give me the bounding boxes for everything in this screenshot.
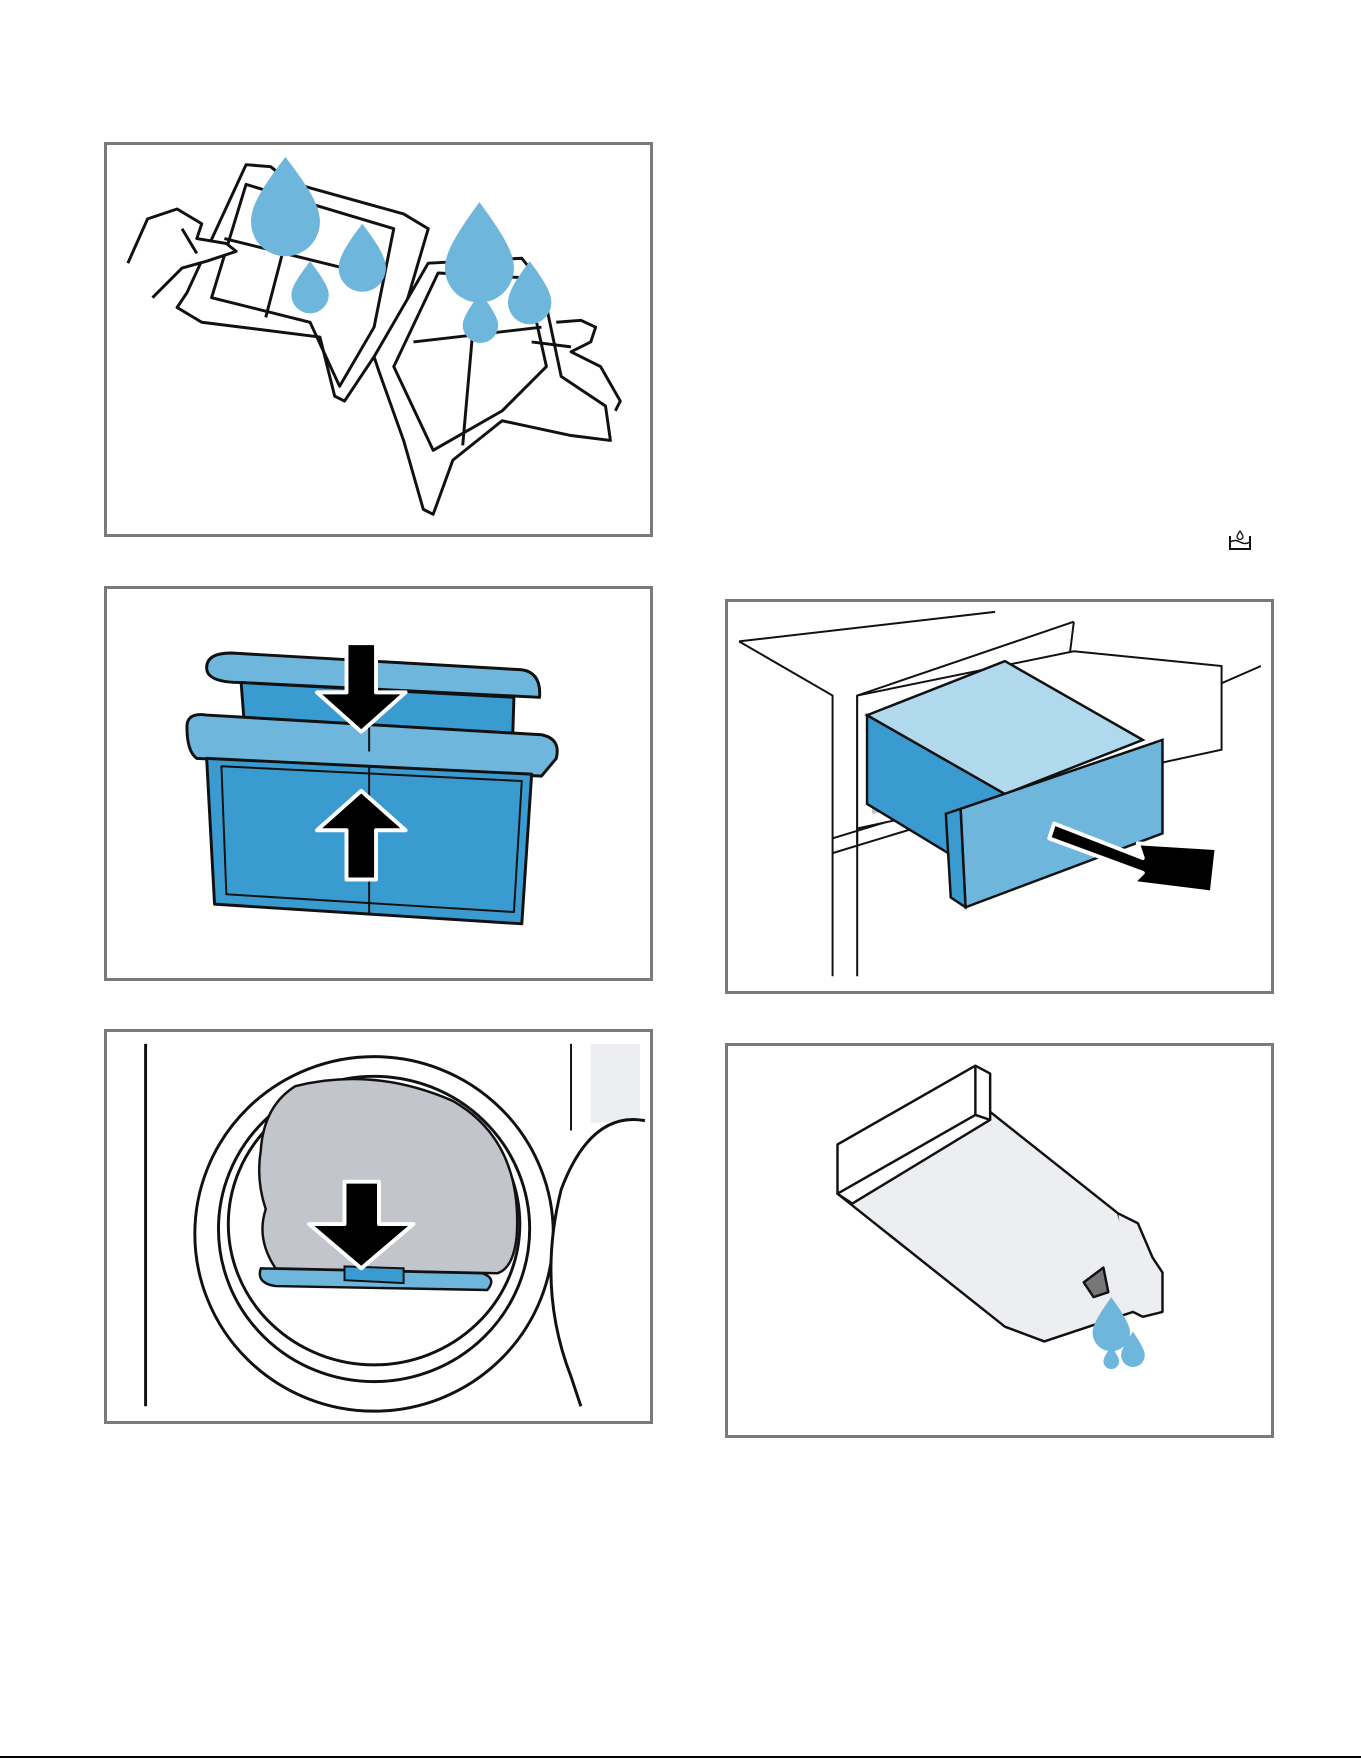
water-tank-icon	[1227, 530, 1253, 552]
illustration-tank-drain	[725, 1043, 1274, 1438]
tank-drain-drawing	[728, 1046, 1271, 1435]
illustration-tank-pull-out	[725, 599, 1274, 994]
filter-into-door-drawing	[107, 1032, 650, 1421]
illustration-rinse-filters	[104, 142, 653, 537]
illustration-filter-into-door	[104, 1029, 653, 1424]
filter-assemble-drawing	[107, 589, 650, 978]
illustration-filter-assemble	[104, 586, 653, 981]
tank-pull-out-drawing	[728, 602, 1271, 991]
rinse-filters-drawing	[107, 145, 650, 534]
page-bottom-rule	[0, 1756, 1361, 1758]
